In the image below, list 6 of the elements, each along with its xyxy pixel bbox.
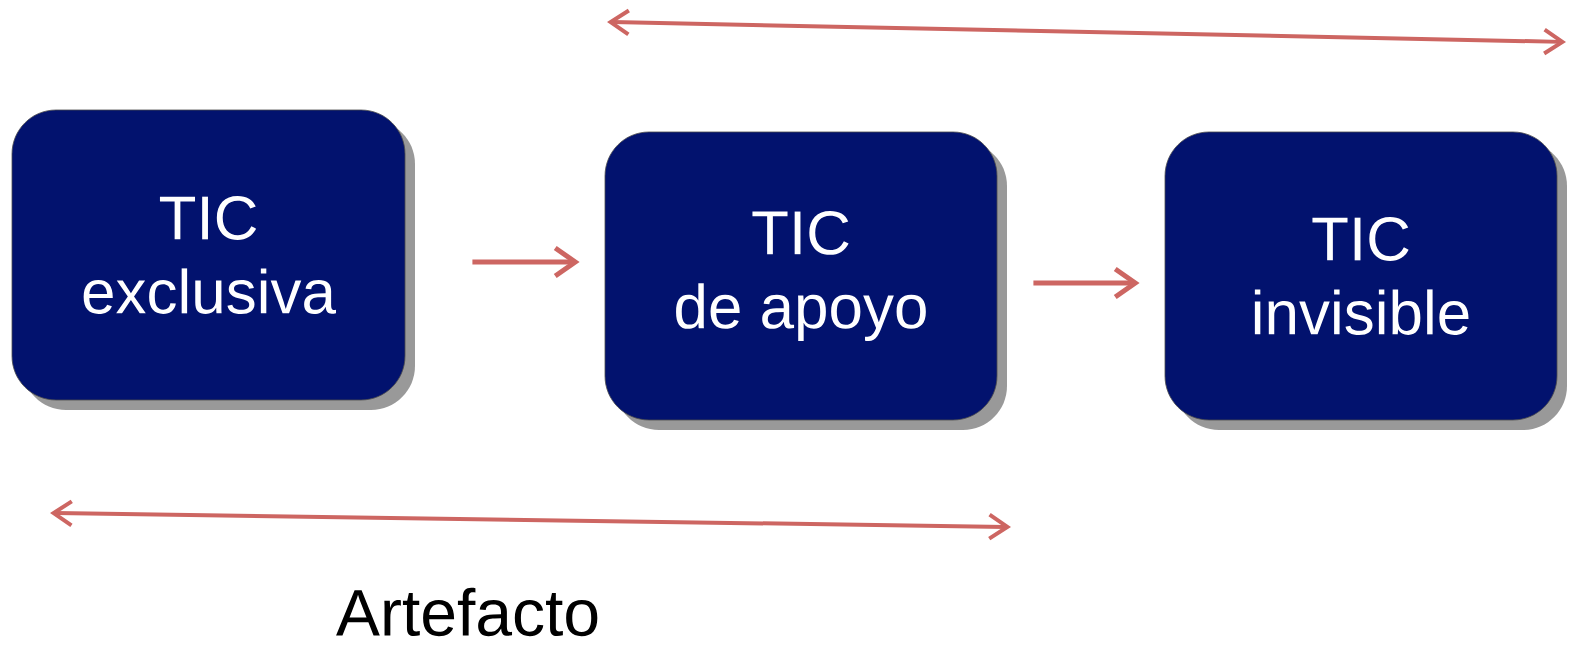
caption-text: Artefacto — [336, 587, 598, 637]
process-box: TIC de apoyo — [604, 131, 1007, 430]
process-box: TIC invisible — [1164, 131, 1567, 430]
arrow — [472, 245, 580, 279]
arrow — [1033, 266, 1140, 300]
process-box: TIC exclusiva — [11, 109, 415, 410]
